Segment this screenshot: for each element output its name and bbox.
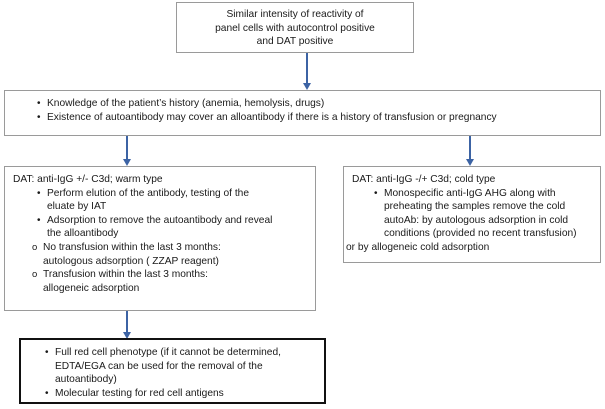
history-bullet-2: Existence of autoantibody may cover an a… bbox=[47, 111, 497, 123]
phenotype-bullet-1-line-3: autoantibody) bbox=[55, 374, 117, 386]
cold-bullet-line-3: autoAb: by autologous adsorption in cold bbox=[384, 214, 569, 226]
warm-subitem-list: No transfusion within the last 3 months:… bbox=[5, 241, 315, 295]
root-line-1: Similar intensity of reactivity of bbox=[226, 9, 364, 20]
cold-bullet-list: Monospecific anti-IgG AHG along with pre… bbox=[344, 187, 600, 241]
root-line-2: panel cells with autocontrol positive bbox=[215, 22, 375, 34]
cold-bullet-line-2: preheating the samples remove the cold bbox=[384, 201, 566, 213]
phenotype-bullet-1-line-1: Full red cell phenotype (if it cannot be… bbox=[55, 347, 281, 358]
node-red-cell-phenotype: Full red cell phenotype (if it cannot be… bbox=[19, 338, 326, 404]
node-dat-cold-type: DAT: anti-IgG -/+ C3d; cold type Monospe… bbox=[343, 166, 601, 263]
warm-bullet-list: Perform elution of the antibody, testing… bbox=[5, 187, 315, 241]
history-bullet-1: Knowledge of the patient’s history (anem… bbox=[47, 98, 325, 109]
warm-sub-2-line-1: Transfusion within the last 3 months: bbox=[43, 269, 208, 281]
phenotype-bullet-2: Molecular testing for red cell antigens bbox=[55, 387, 224, 399]
cold-heading: DAT: anti-IgG -/+ C3d; cold type bbox=[352, 174, 496, 185]
warm-bullet-1-line-2: eluate by IAT bbox=[47, 201, 107, 213]
list-item: Perform elution of the antibody, testing… bbox=[35, 187, 315, 214]
warm-sub-1-line-1: No transfusion within the last 3 months: bbox=[43, 241, 221, 253]
node-similar-intensity-reactivity: Similar intensity of reactivity of panel… bbox=[176, 2, 414, 53]
list-item: Monospecific anti-IgG AHG along with pre… bbox=[372, 187, 600, 241]
warm-bullet-2-line-2: the alloantibody bbox=[47, 228, 119, 240]
list-item: Existence of autoantibody may cover an a… bbox=[35, 111, 600, 125]
cold-tail-line: or by allogeneic cold adsorption bbox=[346, 241, 490, 253]
cold-bullet-line-1: Monospecific anti-IgG AHG along with bbox=[384, 187, 556, 199]
root-line-3: and DAT positive bbox=[256, 36, 334, 48]
phenotype-bullet-list: Full red cell phenotype (if it cannot be… bbox=[21, 346, 324, 400]
list-item: Adsorption to remove the autoantibody an… bbox=[35, 214, 315, 241]
cold-bullet-line-4: conditions (provided no recent transfusi… bbox=[384, 228, 577, 240]
warm-bullet-1-line-1: Perform elution of the antibody, testing… bbox=[47, 187, 249, 199]
list-item: Knowledge of the patient’s history (anem… bbox=[35, 97, 600, 111]
node-dat-warm-type: DAT: anti-IgG +/- C3d; warm type Perform… bbox=[4, 166, 316, 311]
node-patient-history: Knowledge of the patient’s history (anem… bbox=[4, 90, 601, 136]
warm-bullet-2-line-1: Adsorption to remove the autoantibody an… bbox=[47, 214, 273, 226]
warm-heading: DAT: anti-IgG +/- C3d; warm type bbox=[13, 174, 163, 185]
list-item: No transfusion within the last 3 months:… bbox=[31, 241, 315, 268]
list-item: Molecular testing for red cell antigens bbox=[43, 387, 324, 401]
list-item: Full red cell phenotype (if it cannot be… bbox=[43, 346, 320, 387]
warm-sub-2-line-2: allogeneic adsorption bbox=[43, 282, 140, 294]
warm-sub-1-line-2: autologous adsorption ( ZZAP reagent) bbox=[43, 255, 219, 267]
phenotype-bullet-1-line-2: EDTA/EGA can be used for the removal of … bbox=[55, 360, 263, 372]
list-item: Transfusion within the last 3 months: al… bbox=[31, 268, 315, 295]
history-bullet-list: Knowledge of the patient’s history (anem… bbox=[5, 97, 600, 124]
